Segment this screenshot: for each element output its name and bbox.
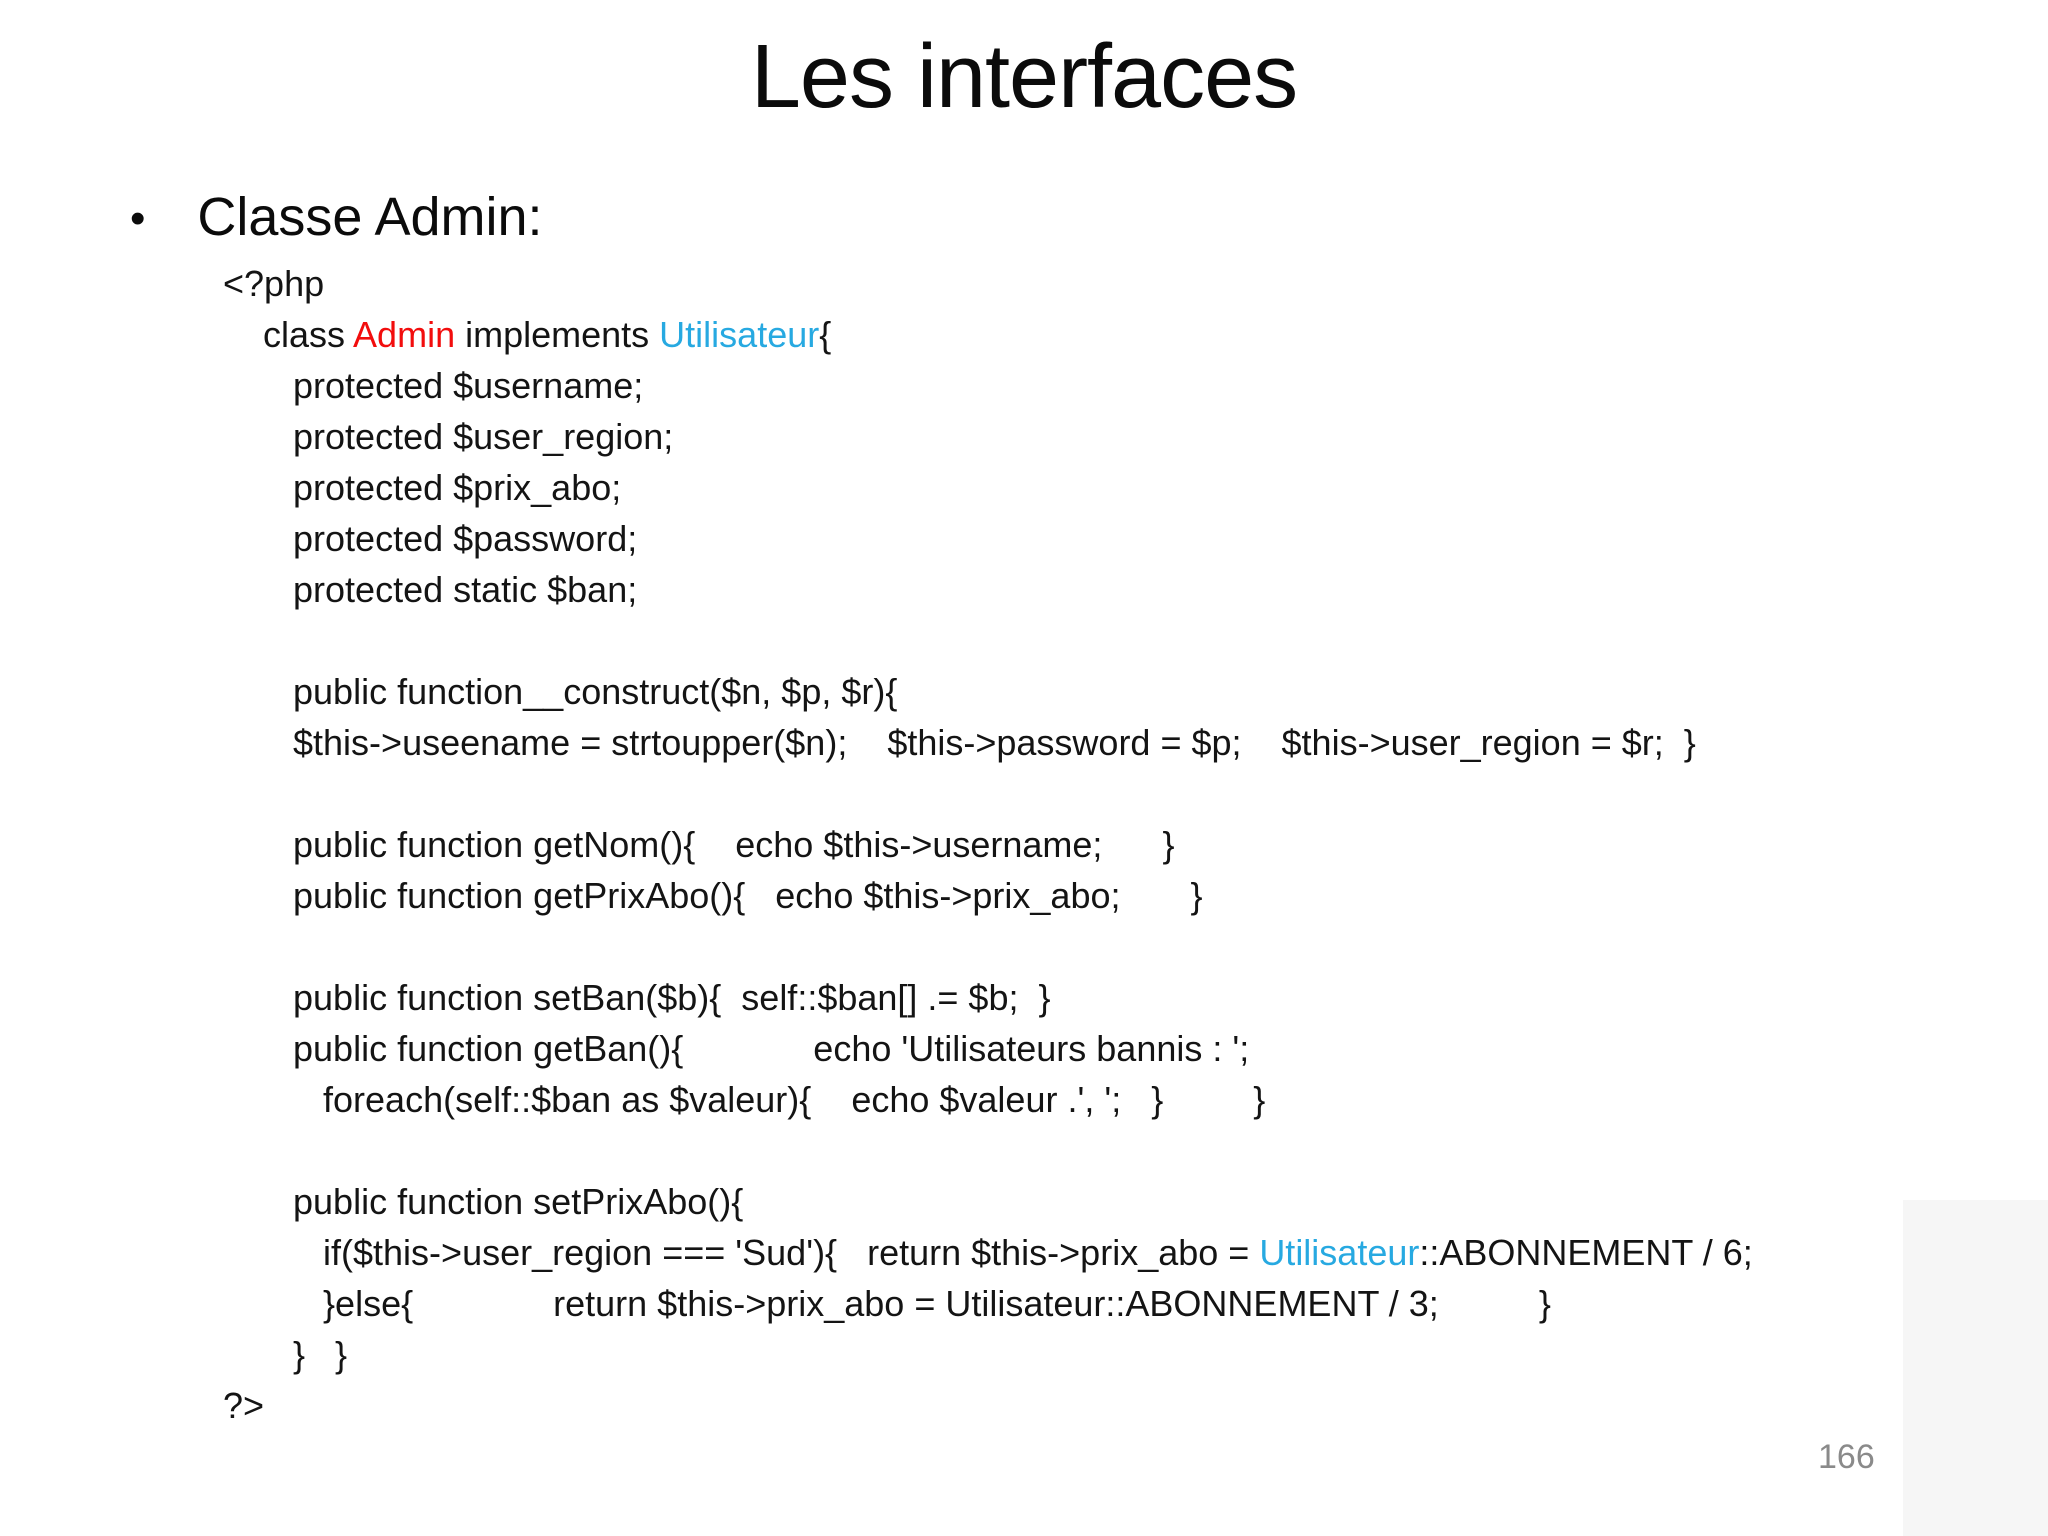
code-line: public function getNom(){ echo $this->us… xyxy=(223,819,1753,870)
code-line: protected $username; xyxy=(223,360,1753,411)
code-line: protected static $ban; xyxy=(223,564,1753,615)
code-token: foreach(self::$ban as $valeur){ echo $va… xyxy=(223,1079,1266,1120)
code-token-blue: Utilisateur xyxy=(659,314,820,355)
code-token: public function setPrixAbo(){ xyxy=(223,1181,744,1222)
code-token: public function getNom(){ echo $this->us… xyxy=(223,824,1175,865)
bullet-row: • Classe Admin: xyxy=(130,186,543,252)
code-token: public function getBan(){ echo 'Utilisat… xyxy=(223,1028,1250,1069)
code-token-blue: Utilisateur xyxy=(1259,1232,1420,1273)
code-line xyxy=(223,615,1753,666)
code-token: public function__construct($n, $p, $r){ xyxy=(223,671,898,712)
code-line: protected $password; xyxy=(223,513,1753,564)
code-token: protected $user_region; xyxy=(223,416,674,457)
code-line: if($this->user_region === 'Sud'){ return… xyxy=(223,1227,1753,1278)
code-token: protected $prix_abo; xyxy=(223,467,622,508)
page-number: 166 xyxy=(1818,1438,1875,1476)
code-token-red: Admin xyxy=(353,314,456,355)
code-line: } } xyxy=(223,1329,1753,1380)
code-line: public function setBan($b){ self::$ban[]… xyxy=(223,972,1753,1023)
code-token: public function setBan($b){ self::$ban[]… xyxy=(223,977,1051,1018)
code-token: protected $password; xyxy=(223,518,638,559)
background-shade xyxy=(1903,1200,2048,1536)
code-token: ::ABONNEMENT / 6; xyxy=(1419,1232,1753,1273)
code-token: }else{ return $this->prix_abo = Utilisat… xyxy=(223,1283,1551,1324)
code-token: ?> xyxy=(223,1385,265,1426)
code-line: protected $prix_abo; xyxy=(223,462,1753,513)
code-token: <?php xyxy=(223,263,325,304)
code-line: protected $user_region; xyxy=(223,411,1753,462)
code-line: class Admin implements Utilisateur{ xyxy=(223,309,1753,360)
code-token: if($this->user_region === 'Sud'){ return… xyxy=(223,1232,1260,1273)
code-line: public function getPrixAbo(){ echo $this… xyxy=(223,870,1753,921)
php-code: <?php class Admin implements Utilisateur… xyxy=(223,258,1753,1431)
code-token: class xyxy=(223,314,354,355)
code-token: protected static $ban; xyxy=(223,569,638,610)
code-line: <?php xyxy=(223,258,1753,309)
code-token: protected $username; xyxy=(223,365,644,406)
code-line xyxy=(223,1125,1753,1176)
code-line: public function getBan(){ echo 'Utilisat… xyxy=(223,1023,1753,1074)
code-line: }else{ return $this->prix_abo = Utilisat… xyxy=(223,1278,1753,1329)
code-line: ?> xyxy=(223,1380,1753,1431)
page-title: Les interfaces xyxy=(750,27,1298,127)
code-token: public function getPrixAbo(){ echo $this… xyxy=(223,875,1203,916)
code-token: { xyxy=(819,314,832,355)
code-line xyxy=(223,768,1753,819)
code-line: $this->useename = strtoupper($n); $this-… xyxy=(223,717,1753,768)
code-token: } } xyxy=(223,1334,348,1375)
code-line: foreach(self::$ban as $valeur){ echo $va… xyxy=(223,1074,1753,1125)
code-token: $this->useename = strtoupper($n); $this-… xyxy=(223,722,1696,763)
code-line xyxy=(223,921,1753,972)
code-line: public function setPrixAbo(){ xyxy=(223,1176,1753,1227)
bullet-label: Classe Admin: xyxy=(197,187,543,247)
bullet-icon: • xyxy=(130,194,146,243)
code-line: public function__construct($n, $p, $r){ xyxy=(223,666,1753,717)
code-token: implements xyxy=(455,314,660,355)
